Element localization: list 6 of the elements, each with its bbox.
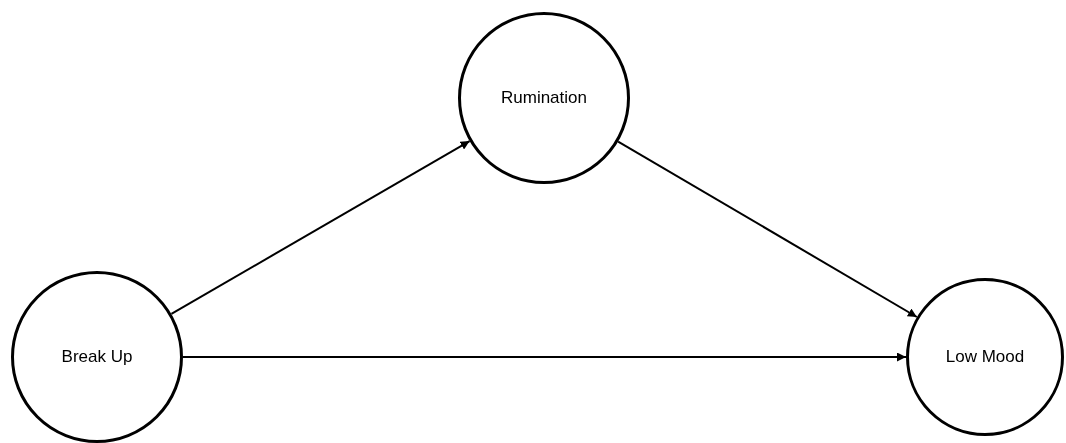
node-label: Rumination — [501, 88, 587, 108]
node-label: Low Mood — [945, 347, 1025, 367]
node-label: Break Up — [61, 347, 133, 367]
arrow — [170, 140, 471, 315]
arrow — [617, 140, 918, 318]
arrow — [182, 352, 907, 362]
